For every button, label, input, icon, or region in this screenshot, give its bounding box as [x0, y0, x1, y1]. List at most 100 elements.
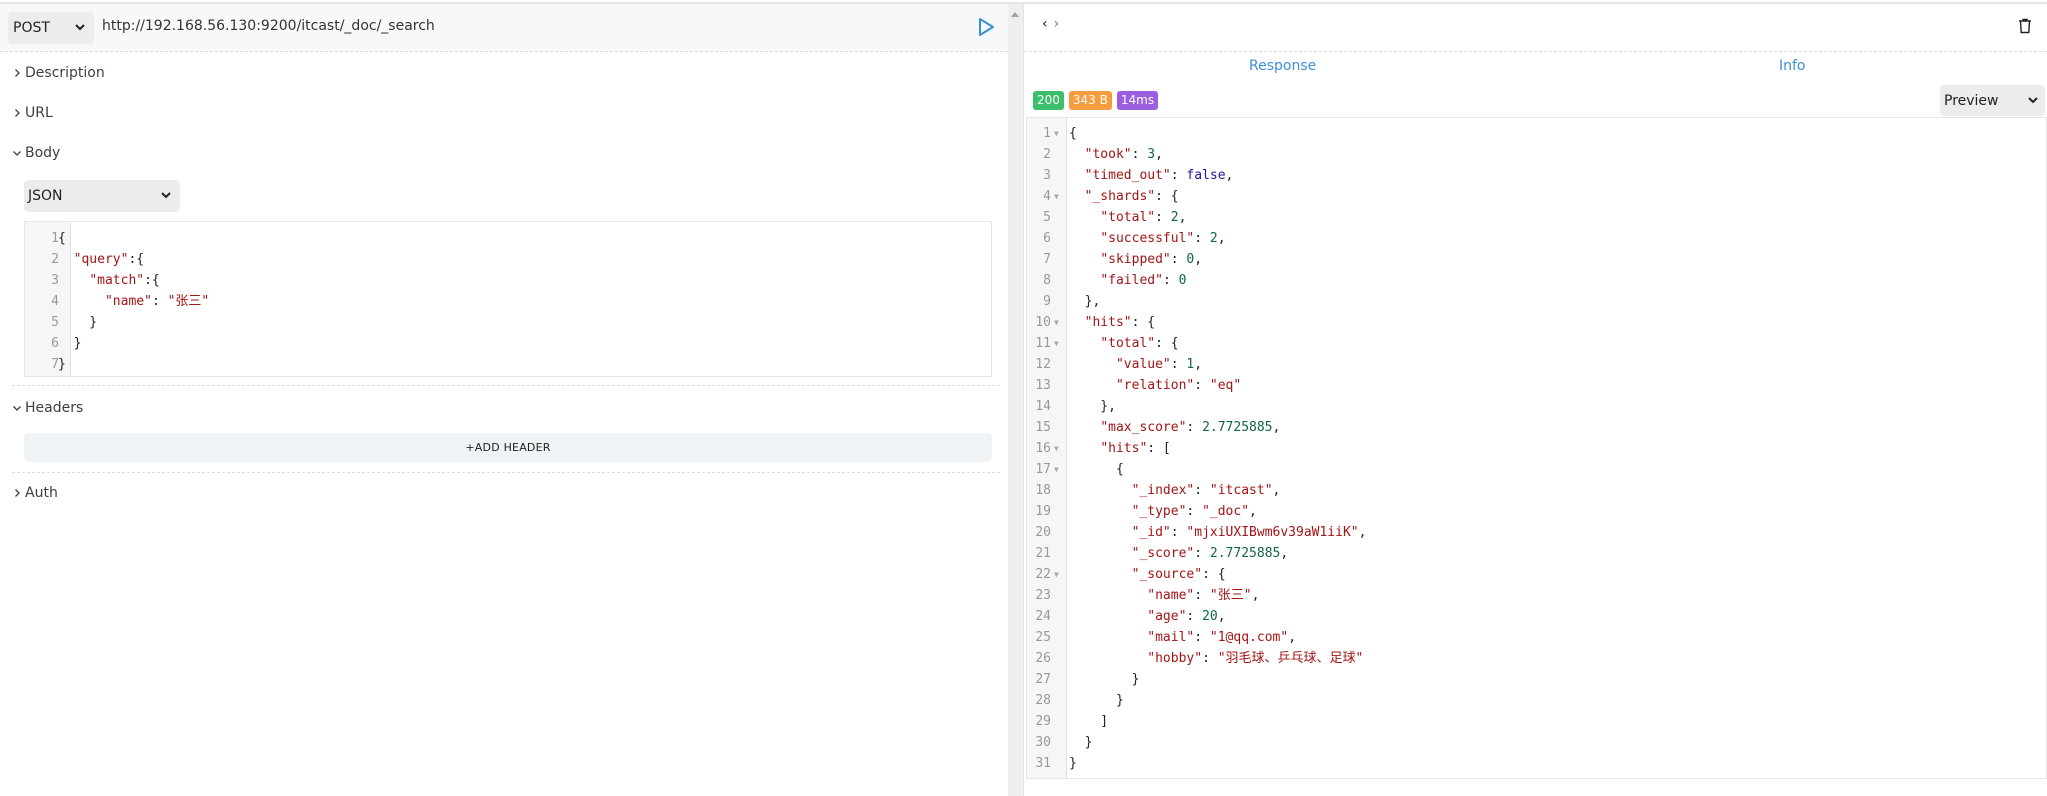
method-value: POST — [13, 20, 50, 36]
fold-toggle-icon[interactable]: ▼ — [1054, 318, 1059, 327]
code-line: 2 "took": 3, — [1027, 144, 2046, 165]
separator — [1024, 51, 2047, 52]
fold-toggle-icon[interactable]: ▼ — [1054, 129, 1059, 138]
status-badge: 200 — [1033, 91, 1064, 110]
code-text: "_type": "_doc", — [1131, 504, 1257, 519]
section-body[interactable]: Body — [12, 145, 60, 161]
code-text: "_score": 2.7725885, — [1131, 546, 1289, 561]
line-number: 1 — [51, 231, 59, 246]
separator — [12, 472, 1000, 473]
section-label: Description — [25, 65, 105, 81]
view-mode-select[interactable]: Preview — [1940, 85, 2045, 116]
line-number: 28 — [1035, 693, 1051, 708]
code-text: "query":{ — [73, 252, 145, 267]
code-line: 3 "timed_out": false, — [1027, 165, 2046, 186]
send-button[interactable] — [975, 16, 997, 38]
line-number: 3 — [1043, 168, 1051, 183]
separator — [12, 385, 1000, 386]
section-auth[interactable]: Auth — [12, 485, 58, 501]
top-border — [0, 2, 2047, 4]
code-line: 5 "total": 2, — [1027, 207, 2046, 228]
code-line: 25 "mail": "1@qq.com", — [1027, 627, 2046, 648]
line-number: 8 — [1043, 273, 1051, 288]
line-number: 24 — [1035, 609, 1051, 624]
line-number: 27 — [1035, 672, 1051, 687]
code-text: } — [58, 336, 82, 351]
code-line: 19 "_type": "_doc", — [1027, 501, 2046, 522]
fold-toggle-icon[interactable]: ▼ — [1054, 570, 1059, 579]
line-number: 6 — [51, 336, 59, 351]
chevron-down-icon — [75, 24, 85, 31]
code-line: 18 "_index": "itcast", — [1027, 480, 2046, 501]
code-text: "hits": [ — [1100, 441, 1171, 456]
code-text: "relation": "eq" — [1115, 378, 1242, 393]
line-number: 13 — [1035, 378, 1051, 393]
code-text: "_index": "itcast", — [1131, 483, 1281, 498]
response-viewer[interactable]: 1▼{2 "took": 3,3 "timed_out": false,4▼ "… — [1026, 117, 2047, 779]
request-scrollbar[interactable] — [1008, 4, 1023, 796]
body-type-select[interactable]: JSON — [24, 180, 180, 212]
time-badge: 14ms — [1116, 91, 1159, 110]
line-number: 18 — [1035, 483, 1051, 498]
response-panel: ‹ › Response Info 200 343 B 14ms Preview… — [1024, 4, 2047, 796]
chevron-right-icon — [12, 486, 22, 500]
code-line: 1▼{ — [1027, 123, 2046, 144]
code-text: }, — [1069, 399, 1116, 414]
line-number: 19 — [1035, 504, 1051, 519]
section-headers[interactable]: Headers — [12, 400, 83, 416]
method-select[interactable]: POST — [8, 12, 94, 44]
code-text: "value": 1, — [1115, 357, 1203, 372]
response-meta: 200 343 B 14ms — [1033, 91, 1159, 110]
code-text: "age": 20, — [1147, 609, 1226, 624]
nav-back-button[interactable]: ‹ — [1042, 16, 1048, 32]
code-line: 6 "successful": 2, — [1027, 228, 2046, 249]
add-header-button[interactable]: +ADD HEADER — [24, 433, 992, 462]
trash-icon[interactable] — [2018, 18, 2032, 34]
code-text: } — [58, 315, 98, 330]
code-text: "timed_out": false, — [1084, 168, 1234, 183]
code-line: 30 } — [1027, 732, 2046, 753]
fold-toggle-icon[interactable]: ▼ — [1054, 444, 1059, 453]
code-line: 21 "_score": 2.7725885, — [1027, 543, 2046, 564]
code-line: 13 "relation": "eq" — [1027, 375, 2046, 396]
line-number: 21 — [1035, 546, 1051, 561]
scroll-up-arrow-icon[interactable] — [1011, 12, 1019, 17]
fold-toggle-icon[interactable]: ▼ — [1054, 339, 1059, 348]
line-number: 5 — [1043, 210, 1051, 225]
fold-toggle-icon[interactable]: ▼ — [1054, 465, 1059, 474]
tab-info[interactable]: Info — [1779, 58, 1806, 74]
code-line: 28 } — [1027, 690, 2046, 711]
code-text: { — [58, 231, 66, 246]
section-url[interactable]: URL — [12, 105, 53, 121]
code-text: } — [58, 357, 66, 372]
pane-divider[interactable] — [1023, 4, 1024, 796]
tab-response[interactable]: Response — [1249, 58, 1317, 74]
code-line: 3 "match":{ — [25, 270, 991, 291]
section-label: Auth — [25, 485, 58, 501]
code-line: 4 "name": "张三" — [25, 291, 991, 312]
line-number: 4 — [1043, 189, 1051, 204]
section-label: Body — [25, 145, 61, 161]
code-text: "total": 2, — [1100, 210, 1187, 225]
code-line: 2 "query":{ — [25, 249, 991, 270]
line-number: 9 — [1043, 294, 1051, 309]
chevron-right-icon — [12, 66, 22, 80]
fold-toggle-icon[interactable]: ▼ — [1054, 192, 1059, 201]
code-line: 26 "hobby": "羽毛球、乒乓球、足球" — [1027, 648, 2046, 669]
size-badge: 343 B — [1068, 91, 1112, 110]
chevron-down-icon — [12, 401, 22, 415]
section-label: URL — [25, 105, 53, 121]
code-text: }, — [1069, 294, 1101, 309]
nav-forward-button[interactable]: › — [1053, 16, 1060, 32]
code-line: 11▼ "total": { — [1027, 333, 2046, 354]
url-input[interactable]: http://192.168.56.130:9200/itcast/_doc/_… — [102, 18, 435, 34]
code-line: 7} — [25, 354, 991, 375]
section-description[interactable]: Description — [12, 65, 105, 81]
line-number: 2 — [1043, 147, 1051, 162]
code-line: 22▼ "_source": { — [1027, 564, 2046, 585]
line-number: 10 — [1035, 315, 1051, 330]
section-label: Headers — [25, 400, 84, 416]
code-text: "mail": "1@qq.com", — [1147, 630, 1297, 645]
body-editor[interactable]: 1{2 "query":{3 "match":{4 "name": "张三"5 … — [24, 221, 992, 377]
chevron-down-icon — [161, 192, 171, 199]
